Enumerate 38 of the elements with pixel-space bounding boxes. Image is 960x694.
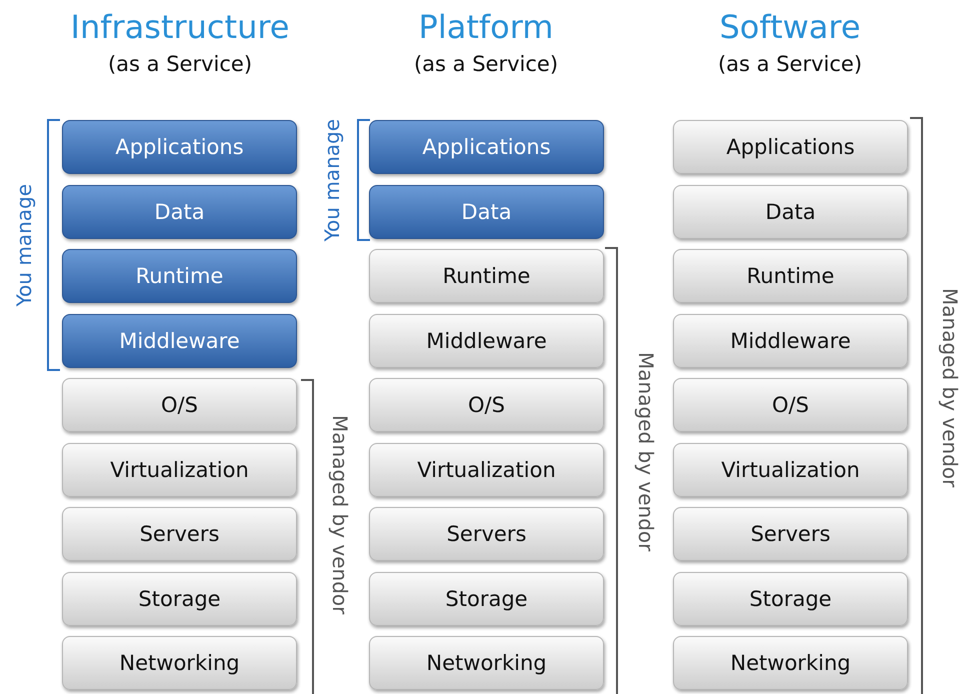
layer-box: Storage (369, 572, 604, 626)
layer-box: Storage (673, 572, 908, 626)
layer-box: Virtualization (62, 442, 297, 496)
layer-box: Data (673, 184, 908, 238)
layer-box: Applications (673, 120, 908, 174)
layer-box: Applications (62, 120, 297, 174)
layer-box: Storage (62, 572, 297, 626)
layer-box: O/S (673, 378, 908, 432)
layer-box: Servers (673, 507, 908, 561)
bracket-label: You manage (12, 184, 36, 306)
layer-box: Data (62, 184, 297, 238)
layer-box: O/S (62, 378, 297, 432)
layer-box: Virtualization (369, 442, 604, 496)
layer-box: Middleware (62, 314, 297, 368)
column-heading: Platform (418, 8, 554, 46)
bracket-label: Managed by vendor (634, 352, 658, 552)
bracket-label: Managed by vendor (328, 415, 352, 614)
layer-box: Runtime (673, 249, 908, 303)
layer-box: Servers (62, 507, 297, 561)
layer-box: Networking (62, 636, 297, 690)
layer-box: Networking (673, 636, 908, 690)
layer-box: Data (369, 184, 604, 238)
layer-box: Virtualization (673, 442, 908, 496)
bracket-label: Managed by vendor (938, 288, 960, 488)
layer-box: Runtime (62, 249, 297, 303)
layer-box: Applications (369, 120, 604, 174)
layer-box: Middleware (673, 314, 908, 368)
layer-box: Runtime (369, 249, 604, 303)
layer-box: O/S (369, 378, 604, 432)
layer-box: Networking (369, 636, 604, 690)
layer-box: Middleware (369, 314, 604, 368)
column-subheading: (as a Service) (716, 52, 864, 76)
bracket-label: You manage (320, 118, 344, 241)
layer-box: Servers (369, 507, 604, 561)
column-subheading: (as a Service) (106, 52, 254, 76)
column-subheading: (as a Service) (412, 52, 560, 76)
column-heading: Infrastructure (70, 8, 290, 46)
column-heading: Software (718, 8, 862, 46)
